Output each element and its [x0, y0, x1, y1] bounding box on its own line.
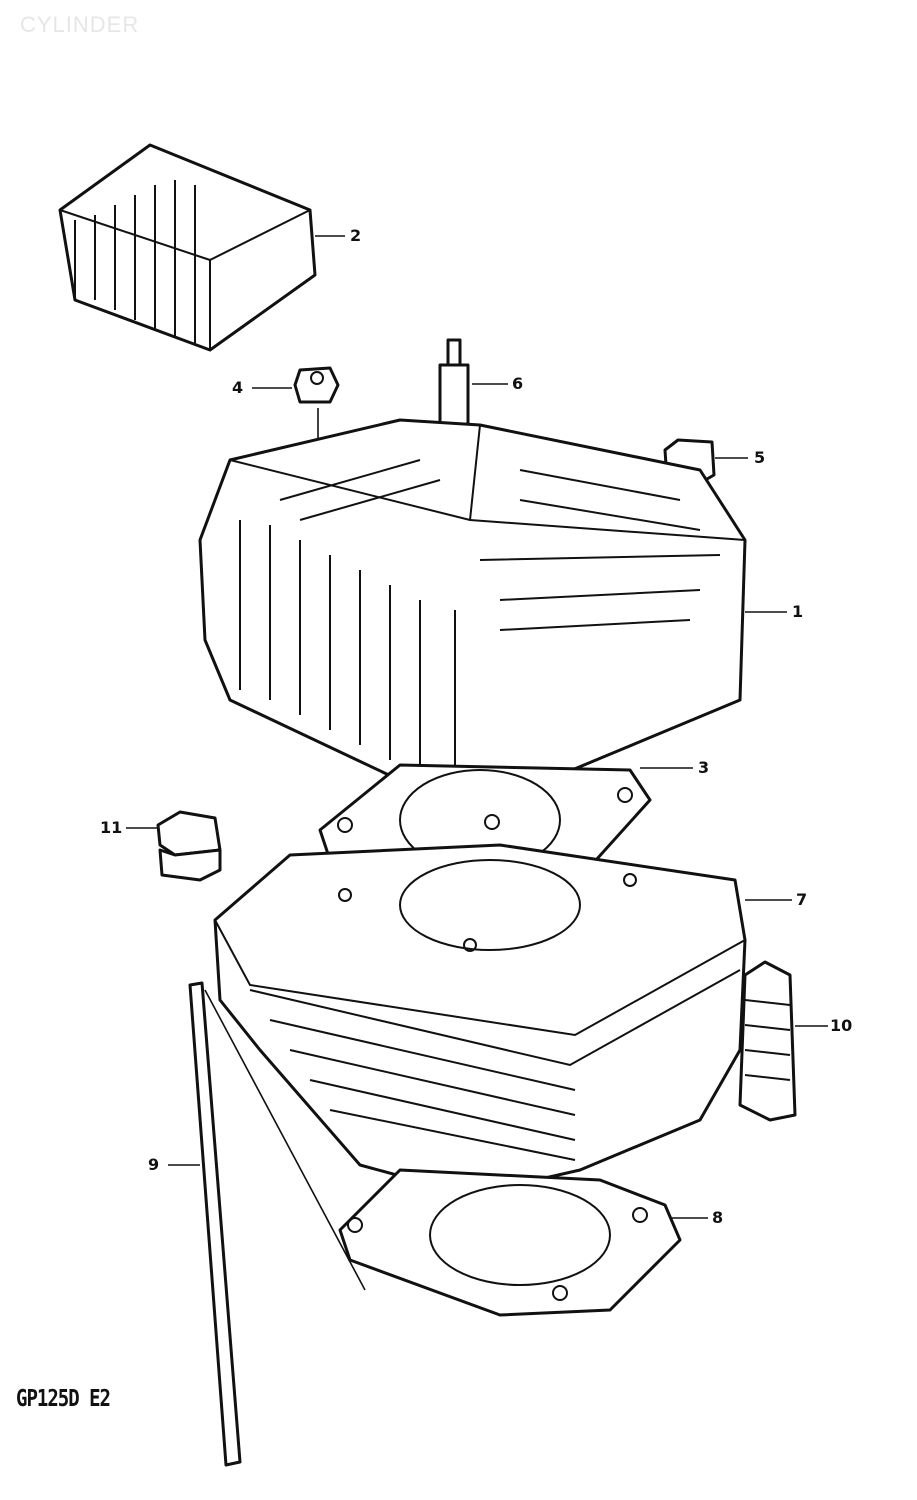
- model-code: GP125D E2: [16, 1385, 111, 1413]
- part-9-stud-bolt: [188, 981, 242, 1467]
- callout-7: 7: [796, 890, 808, 909]
- leader-lines: [126, 235, 828, 1291]
- callout-6: 6: [512, 374, 524, 393]
- part-11-cushion: [156, 810, 222, 882]
- part-2-head-cover: [58, 143, 317, 352]
- callout-3: 3: [698, 758, 710, 777]
- callout-5: 5: [754, 448, 766, 467]
- part-1-cylinder-head: [198, 418, 747, 787]
- part-10-cushion-stack: [738, 960, 797, 1122]
- callout-2: 2: [350, 226, 362, 245]
- diagram-title-watermark: CYLINDER: [20, 12, 140, 37]
- callout-1: 1: [792, 602, 804, 621]
- callout-9: 9: [148, 1155, 160, 1174]
- callout-10: 10: [830, 1016, 853, 1035]
- part-4-nut: [293, 366, 340, 404]
- callout-11: 11: [100, 818, 123, 837]
- part-7-cylinder: [213, 843, 747, 1197]
- part-8-base-gasket: [338, 1168, 682, 1317]
- callout-8: 8: [712, 1208, 724, 1227]
- callout-4: 4: [232, 378, 244, 397]
